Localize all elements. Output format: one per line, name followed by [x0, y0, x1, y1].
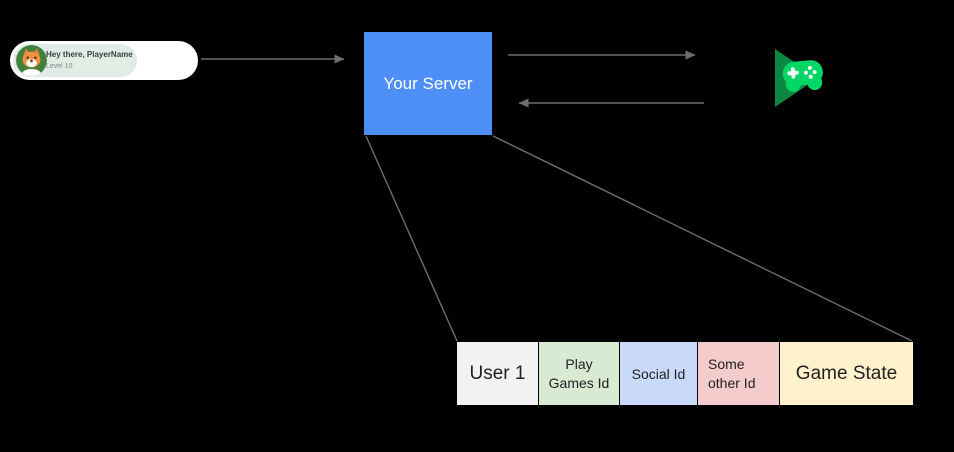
server-box: Your Server [364, 32, 492, 135]
table-cell-game-state: Game State [780, 341, 914, 406]
table-cell-some-other-id: Some other Id [698, 341, 780, 406]
greeting-text-block: Hey there, PlayerName Level 10 [46, 50, 133, 71]
gamepad-button-dot [807, 65, 812, 70]
table-cell-social-id: Social Id [620, 341, 698, 406]
server-box-label: Your Server [383, 73, 473, 93]
play-games-logo-icon [775, 49, 823, 107]
line-server-to-table-right [492, 135, 913, 342]
player-avatar-icon [16, 45, 47, 76]
gamepad-shape [782, 60, 823, 92]
line-server-to-table-left [365, 135, 458, 342]
table-cell-play-games-id: Play Games Id [539, 341, 620, 406]
player-level: Level 10 [46, 63, 73, 70]
user-record-table: User 1 Play Games Id Social Id Some othe… [456, 341, 914, 406]
table-cell-user: User 1 [456, 341, 539, 406]
player-greeting-card: Hey there, PlayerName Level 10 [10, 41, 198, 80]
player-greeting: Hey there, PlayerName [46, 50, 133, 59]
